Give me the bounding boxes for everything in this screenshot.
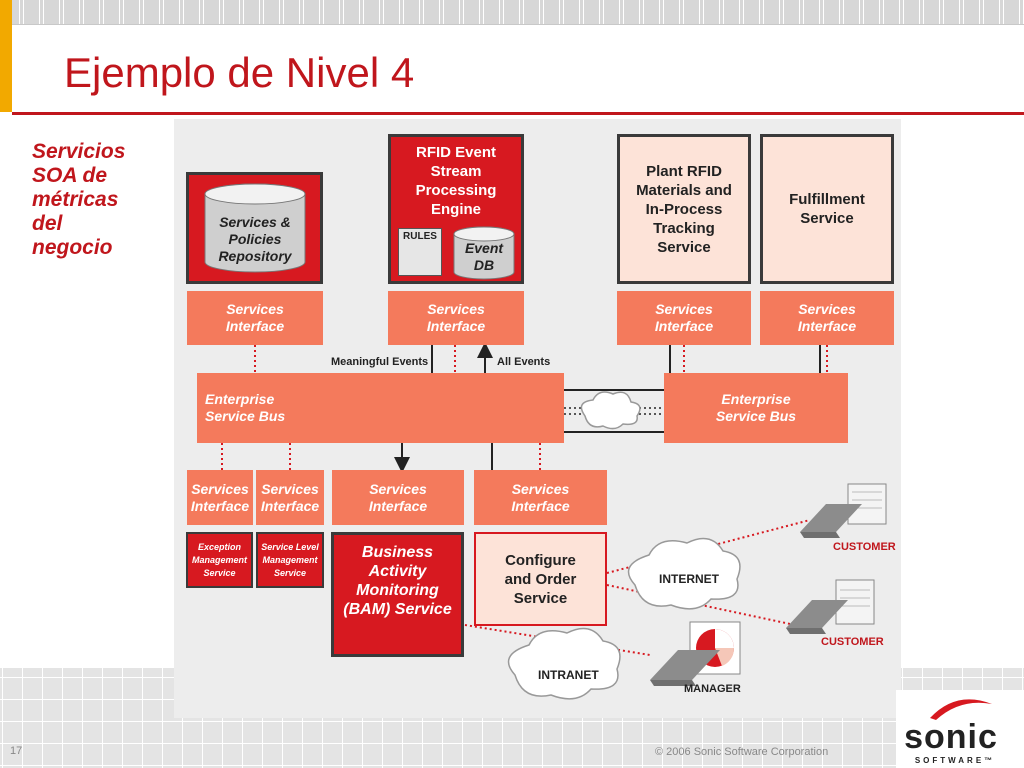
exception-management-box: Exception Management Service bbox=[186, 532, 253, 588]
logo-word: sonic bbox=[904, 718, 998, 756]
configure-order-box: Configure and Order Service bbox=[474, 532, 607, 626]
repository-box bbox=[186, 172, 323, 284]
services-interface-fulfillment: Services Interface bbox=[760, 291, 894, 345]
internet-label: INTERNET bbox=[659, 572, 719, 586]
services-interface-bam: Services Interface bbox=[332, 470, 464, 525]
page-number: 17 bbox=[10, 745, 23, 757]
rfid-engine-label: RFID Event Stream Processing Engine bbox=[415, 144, 497, 218]
plant-rfid-box: Plant RFID Materials and In-Process Trac… bbox=[617, 134, 751, 284]
services-interface-exception: Services Interface bbox=[187, 470, 253, 525]
accent-bar bbox=[0, 0, 12, 112]
bam-service-box: Business Activity Monitoring (BAM) Servi… bbox=[331, 532, 464, 657]
logo-swoosh-icon bbox=[930, 699, 992, 720]
services-interface-service-level: Services Interface bbox=[256, 470, 324, 525]
sonic-logo: sonic SOFTWARE™ bbox=[896, 690, 1024, 768]
meaningful-events-label: Meaningful Events bbox=[331, 356, 429, 368]
rules-label: RULES bbox=[403, 231, 437, 242]
manager-label: MANAGER bbox=[684, 683, 741, 695]
services-interface-rfid: Services Interface bbox=[388, 291, 524, 345]
copyright-text: © 2006 Sonic Software Corporation bbox=[655, 746, 829, 758]
slide-caption: Servicios SOA de métricas del negocio bbox=[32, 140, 126, 259]
esb-left-label: Enterprise Service Bus bbox=[205, 391, 286, 424]
title-divider bbox=[12, 112, 1024, 115]
event-db-label: Event DB bbox=[464, 240, 504, 273]
repository-label: Services & Policies Repository bbox=[218, 213, 292, 264]
services-interface-configure: Services Interface bbox=[474, 470, 607, 525]
service-level-management-box: Service Level Management Service bbox=[256, 532, 324, 588]
rules-icon: RULES bbox=[398, 228, 442, 276]
database-icon bbox=[204, 183, 305, 273]
customer-label-2: CUSTOMER bbox=[821, 636, 884, 648]
fulfillment-box: Fulfillment Service bbox=[760, 134, 894, 284]
enterprise-service-bus-left: Enterprise Service Bus bbox=[197, 373, 564, 443]
enterprise-service-bus-right: Enterprise Service Bus bbox=[664, 373, 848, 443]
services-interface-plant: Services Interface bbox=[617, 291, 751, 345]
slide-title: Ejemplo de Nivel 4 bbox=[64, 49, 415, 96]
logo-subtitle: SOFTWARE™ bbox=[914, 756, 996, 765]
services-interface-repository: Services Interface bbox=[187, 291, 323, 345]
customer-label-1: CUSTOMER bbox=[833, 541, 896, 553]
all-events-label: All Events bbox=[497, 356, 551, 368]
intranet-label: INTRANET bbox=[538, 668, 599, 682]
header-pattern bbox=[0, 0, 1024, 25]
event-db-icon bbox=[453, 226, 515, 280]
